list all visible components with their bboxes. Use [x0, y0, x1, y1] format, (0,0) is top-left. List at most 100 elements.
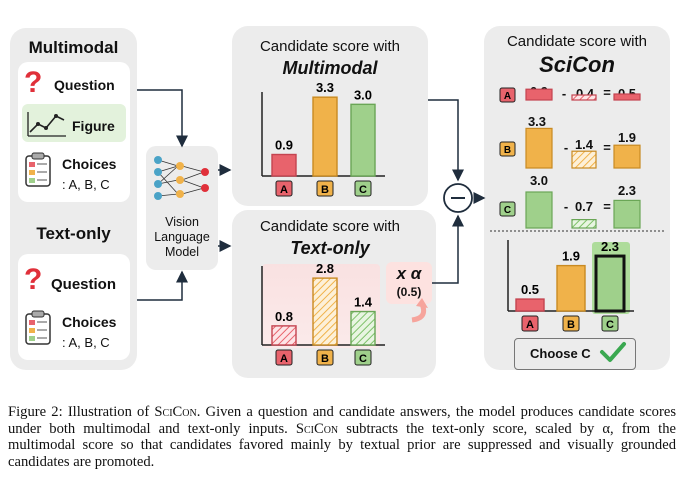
alpha-value: (0.5) [396, 285, 422, 299]
bar-A [271, 153, 297, 177]
bar-value-label: 2.8 [316, 261, 334, 276]
alpha-curve-arrowhead [416, 298, 428, 308]
bar-value-label: 3.3 [316, 80, 334, 95]
caption-sc1: SciCon [154, 404, 197, 420]
row-res-bar [613, 93, 641, 101]
bar-value-label: 0.8 [275, 309, 293, 324]
multimodal-panel-title-1: Candidate score with [259, 38, 401, 55]
to-choices-sub: : A, B, C [62, 335, 110, 350]
model-label-3: Model [164, 245, 200, 259]
row-res-bar [613, 199, 641, 229]
bar-value-label: 2.3 [601, 239, 619, 254]
bar-C [594, 254, 626, 313]
category-label: B [567, 319, 575, 331]
row-to-bar [571, 150, 597, 169]
scicon-row-a-eq: = [603, 85, 611, 100]
scicon-row-A: A [499, 87, 641, 103]
bar-chart-3: 0.5A 1.9B 2.3C [507, 239, 634, 332]
alpha-symbol: x α [396, 264, 422, 283]
scicon-row-B: B [499, 127, 641, 169]
category-badge [562, 315, 580, 332]
bar-value-label: 0.5 [521, 282, 539, 297]
bar-B [312, 96, 338, 177]
category-label: A [280, 353, 288, 365]
scicon-row-a-op: - [561, 86, 567, 101]
alpha-scaling-box [386, 262, 432, 304]
row-badge-label: B [504, 145, 511, 156]
bar-value-label: 1.4 [354, 295, 373, 310]
multimodal-header: Multimodal [28, 38, 119, 57]
category-badge [521, 315, 539, 332]
category-label: B [321, 353, 329, 365]
model-label-1: Vision [165, 215, 199, 229]
scicon-row-b-eq: = [603, 140, 611, 155]
category-label: C [359, 353, 367, 365]
to-question-label: Question [51, 276, 117, 293]
bar-value-label: 1.9 [562, 249, 580, 264]
bar-B [556, 264, 586, 312]
bar-chart-2: 0.8A 2.8B 1.4C [261, 261, 385, 366]
scicon-row-c-eq: = [603, 199, 611, 214]
bar-A [271, 325, 297, 346]
scicon-row-b-mm: 3.3 [527, 114, 547, 129]
category-label: A [526, 319, 534, 331]
row-res-bar [613, 144, 641, 169]
multimodal-panel-title-2: Multimodal [282, 58, 378, 78]
bar-B [312, 277, 338, 346]
category-label: C [606, 319, 614, 331]
scicon-row-b-to: 1.4 [574, 137, 594, 152]
text-only-header: Text-only [36, 224, 111, 243]
row-to-bar [571, 94, 597, 101]
category-badge [316, 180, 334, 197]
scicon-row-b-op: - [563, 140, 569, 155]
row-mm-bar [525, 127, 553, 169]
text-only-panel-title-2: Text-only [290, 238, 370, 258]
scicon-row-c-op: - [563, 199, 569, 214]
model-label-2: Language [154, 230, 210, 244]
row-to-bar [571, 219, 597, 229]
category-badge [275, 349, 293, 366]
category-badge [354, 180, 372, 197]
category-label: B [321, 184, 329, 196]
bar-C [350, 310, 376, 346]
category-badge [354, 349, 372, 366]
category-badge [601, 315, 619, 332]
mm-choices-label: Choices [62, 156, 117, 172]
caption-p3: subtracts the text-only score, scaled by… [8, 420, 676, 470]
row-badge-label: C [504, 205, 511, 216]
mm-choices-sub: : A, B, C [62, 177, 110, 192]
figure-label: Figure [72, 118, 115, 134]
row-badge [499, 87, 516, 103]
category-badge [316, 349, 334, 366]
caption-p1: Figure 2: Illustration of [8, 404, 155, 420]
bar-A [515, 298, 545, 312]
row-badge-label: A [504, 91, 511, 102]
connector-arrows [137, 89, 486, 301]
caption-p2: . Given a question and candidate answers… [8, 404, 676, 437]
scicon-panel [484, 26, 670, 370]
category-label: C [359, 184, 367, 196]
question-mark-icon: ? [24, 263, 43, 296]
row-mm-bar [525, 191, 553, 229]
choose-c-label: Choose C [530, 346, 591, 361]
mm-question-label: Question [54, 77, 115, 93]
row-badge [499, 141, 516, 157]
bar-C [350, 103, 376, 177]
row-badge [499, 201, 516, 217]
to-choices-label: Choices [62, 314, 117, 330]
scicon-row-c-to: 0.7 [574, 199, 594, 214]
category-label: A [280, 184, 288, 196]
scicon-row-c-mm: 3.0 [529, 173, 549, 188]
bar-value-label: 3.0 [354, 87, 372, 102]
question-mark-icon: ? [24, 66, 43, 99]
bar-value-label: 0.9 [275, 138, 293, 153]
scicon-row-C: C [499, 191, 641, 229]
bar-chart-1: 0.9A 3.3B 3.0C [261, 80, 385, 197]
category-badge [275, 180, 293, 197]
